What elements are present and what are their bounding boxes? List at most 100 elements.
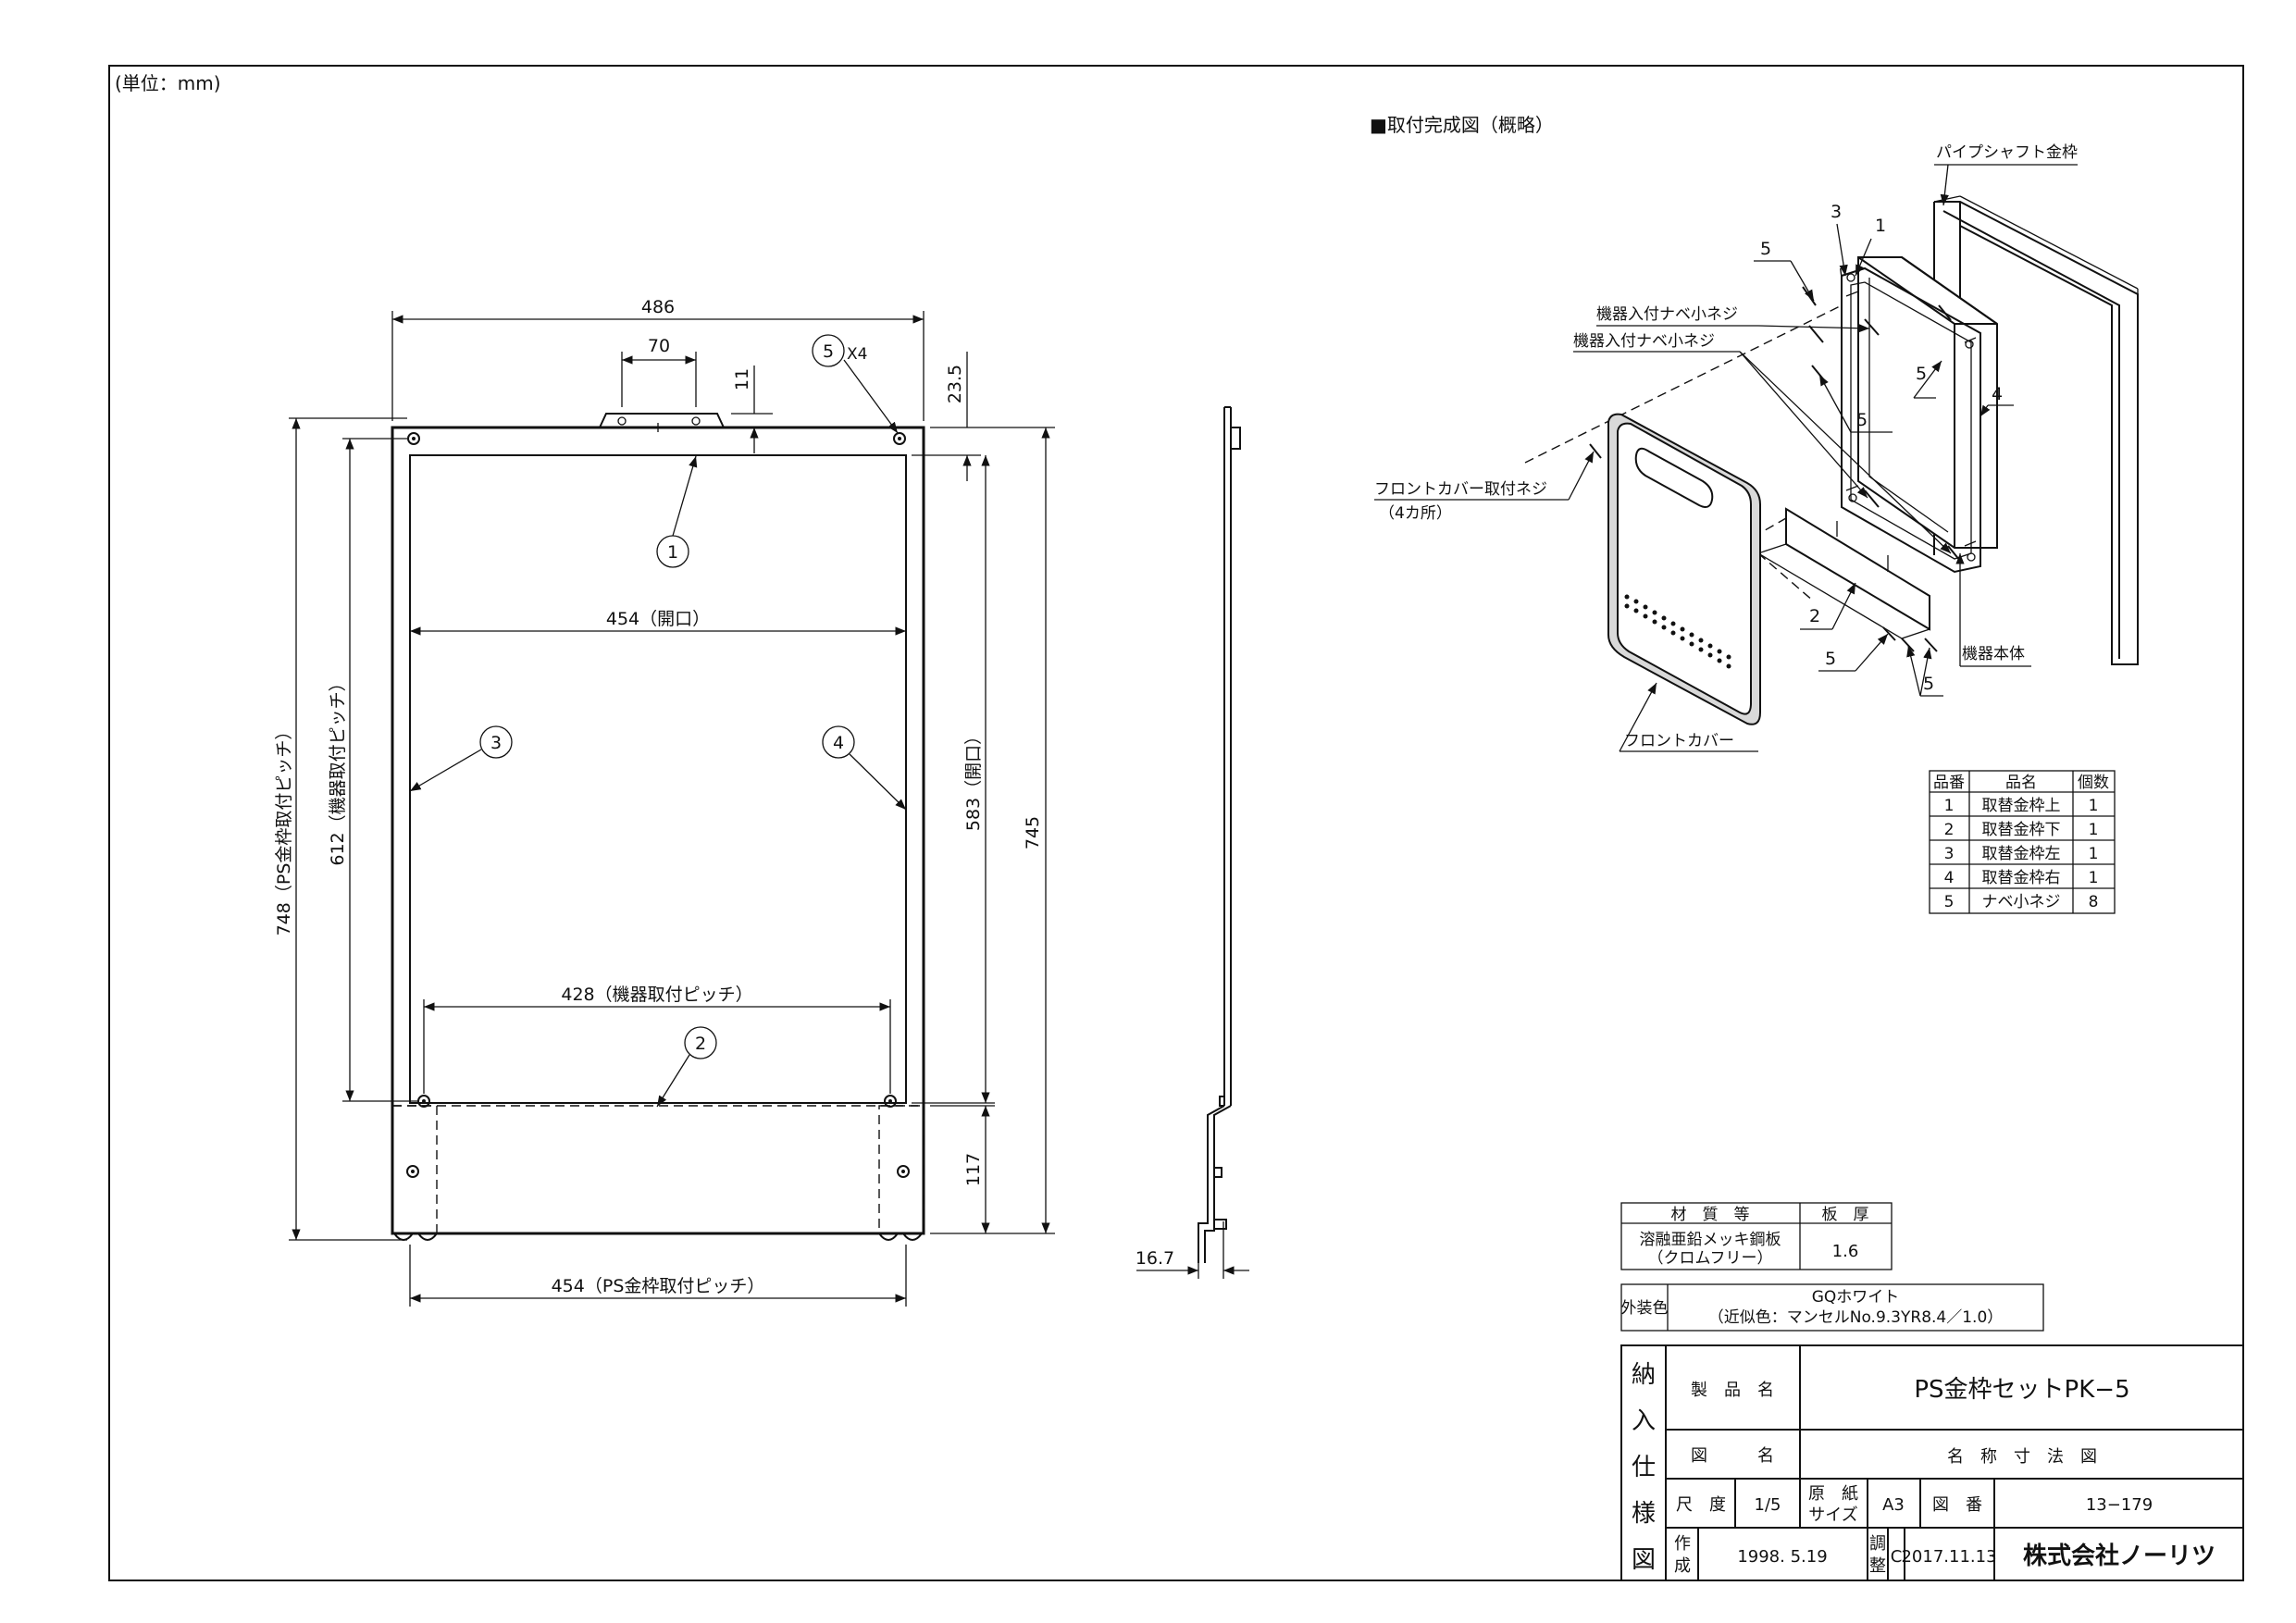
dim-745: 745 <box>1023 816 1043 849</box>
svg-text:3: 3 <box>490 733 502 753</box>
screw-hole-bl <box>406 1165 419 1178</box>
parts-row-qty: 1 <box>2089 797 2099 815</box>
parts-table: 品番 品名 個数 1 取替金枠上 1 2 取替金枠下 1 3 取替金枠左 1 4… <box>1929 770 2116 914</box>
title-block: 納 入 仕 様 図 製 品 名 PS金枠セットPK−5 図 名 名 称 寸 法 … <box>1620 1344 2244 1581</box>
label-front-cover: フロントカバー <box>1624 732 1734 750</box>
label-n5c: 5 <box>1916 364 1927 384</box>
parts-row-qty: 1 <box>2089 821 2099 839</box>
parts-row-no: 4 <box>1944 869 1955 887</box>
color-value-2: （近似色：マンセルNo.9.3YR8.4／1.0） <box>1708 1308 2004 1327</box>
screw-hole-mr <box>884 1095 897 1108</box>
parts-row-qty: 1 <box>2089 869 2099 887</box>
label-screw-b: 機器入付ナベ小ネジ <box>1573 332 1715 351</box>
parts-row-no: 3 <box>1944 845 1955 863</box>
label-front-screw-qty: （4カ所） <box>1379 504 1452 523</box>
drawing-number: 13−179 <box>2086 1495 2153 1515</box>
label-n1: 1 <box>1875 216 1886 236</box>
svg-text:4: 4 <box>833 733 844 753</box>
screw-hole-tl <box>407 432 420 445</box>
dim-23-5: 23.5 <box>945 365 965 403</box>
made-label-2: 成 <box>1674 1556 1691 1576</box>
scale-value: 1/5 <box>1755 1495 1781 1515</box>
dim-612: 612（機器取付ピッチ） <box>328 674 348 865</box>
parts-row-name: 取替金枠左 <box>1982 845 2061 863</box>
parts-row-name: 取替金枠右 <box>1982 869 2061 887</box>
label-n5e: 5 <box>1923 674 1934 694</box>
adjust-label-1: 調 <box>1869 1534 1886 1554</box>
drawing-label: 図 名 <box>1691 1446 1774 1466</box>
side-view: 16.7 <box>1136 406 1249 1279</box>
parts-row-no: 2 <box>1944 821 1955 839</box>
label-n2: 2 <box>1809 606 1820 626</box>
adjust-label-2: 整 <box>1869 1556 1886 1576</box>
company-logo: 株式会社ノーリツ <box>2023 1542 2215 1570</box>
lower-plate-left <box>391 1105 438 1234</box>
balloon-5 <box>812 334 845 367</box>
product-label: 製 品 名 <box>1691 1381 1774 1400</box>
dim-11: 11 <box>732 368 752 390</box>
label-n5b: 5 <box>1856 410 1868 430</box>
tb-vertical-4: 様 <box>1632 1500 1656 1528</box>
top-bracket <box>599 413 725 428</box>
label-n5d: 5 <box>1825 649 1836 669</box>
thickness-value: 1.6 <box>1832 1242 1859 1261</box>
dim-117: 117 <box>963 1153 984 1186</box>
dim-748: 748（PS金枠取付ピッチ） <box>274 723 294 936</box>
dim-16-7: 16.7 <box>1136 1248 1174 1269</box>
product-name: PS金枠セットPK−5 <box>1914 1376 2129 1404</box>
dim-454-ps: 454（PS金枠取付ピッチ） <box>552 1276 765 1296</box>
frame-opening <box>409 454 907 1104</box>
label-pipe-shaft: パイプシャフト金枠 <box>1936 143 2078 162</box>
balloon-4 <box>822 725 855 759</box>
screw-hole-br <box>897 1165 910 1178</box>
made-label-1: 作 <box>1674 1534 1691 1554</box>
isometric-view: パイプシャフト金枠 <box>1374 143 2139 752</box>
dim-70: 70 <box>648 336 670 356</box>
parts-row-qty: 8 <box>2089 893 2099 911</box>
label-front-screw: フロントカバー取付ネジ <box>1374 480 1547 499</box>
parts-row-name: ナベ小ネジ <box>1982 893 2061 911</box>
front-cover-vents <box>1624 594 1731 669</box>
material-table: 材 質 等 板 厚 溶融亜鉛メッキ鋼板 （クロムフリー） 1.6 外装色 GQホ… <box>1620 1202 2044 1332</box>
adjust-revision: C <box>1891 1547 1903 1567</box>
frame-outer <box>391 426 925 1235</box>
tb-vertical-5: 図 <box>1632 1546 1656 1574</box>
color-value-1: GQホワイト <box>1812 1288 1900 1307</box>
balloon-2 <box>684 1026 717 1059</box>
number-label: 図 番 <box>1932 1495 1982 1515</box>
dim-583-opening: 583（開口） <box>963 727 984 831</box>
unit-note: (単位：mm) <box>115 72 221 94</box>
paper-label-1: 原 紙 <box>1808 1484 1858 1504</box>
dim-428: 428（機器取付ピッチ） <box>561 985 752 1005</box>
svg-text:1: 1 <box>667 542 678 563</box>
view-title: ■取付完成図（概略） <box>1370 114 1554 136</box>
made-date: 1998. 5.19 <box>1737 1547 1827 1567</box>
parts-header-qty: 個数 <box>2078 774 2109 792</box>
appliance-body <box>1857 256 1998 549</box>
paper-label-2: サイズ <box>1808 1505 1857 1525</box>
drawing-name: 名 称 寸 法 図 <box>1947 1447 2097 1467</box>
front-view: 486 70 11 23.5 454（開口） 583（開口） 745 117 <box>274 297 1055 1307</box>
material-value-2: （クロムフリー） <box>1648 1249 1773 1268</box>
label-n4: 4 <box>1992 384 2003 404</box>
replacement-frame <box>1841 266 1981 574</box>
scale-label: 尺 度 <box>1676 1495 1726 1515</box>
label-n5a: 5 <box>1760 239 1771 259</box>
label-screw-a: 機器入付ナベ小ネジ <box>1596 305 1738 324</box>
sheet-border <box>108 65 2244 1581</box>
tb-vertical-2: 入 <box>1632 1407 1656 1435</box>
balloon-3 <box>479 725 513 759</box>
balloon-5-qty: X4 <box>847 345 867 364</box>
svg-text:2: 2 <box>695 1034 706 1054</box>
parts-row-no: 5 <box>1944 893 1955 911</box>
dim-454-opening: 454（開口） <box>606 609 710 629</box>
parts-row-name: 取替金枠上 <box>1982 797 2061 815</box>
front-cover-window <box>1634 447 1714 508</box>
parts-header-name: 品名 <box>2005 774 2037 792</box>
material-header: 材 質 等 <box>1671 1206 1750 1224</box>
paper-value: A3 <box>1882 1495 1905 1515</box>
material-value-1: 溶融亜鉛メッキ鋼板 <box>1640 1231 1781 1249</box>
dim-486: 486 <box>641 297 675 317</box>
parts-header-no: 品番 <box>1933 774 1965 792</box>
